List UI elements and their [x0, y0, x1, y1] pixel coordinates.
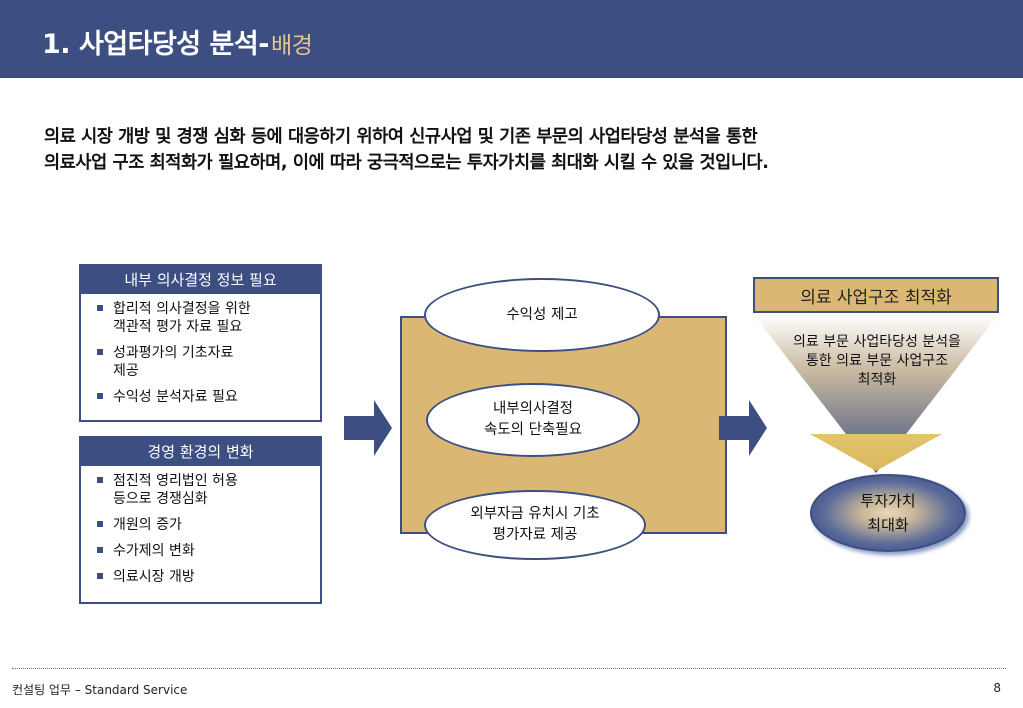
- environment-change-box-title: 경영 환경의 변화: [81, 438, 320, 466]
- intro-text: 의료 시장 개방 및 경쟁 심화 등에 대응하기 위하여 신규사업 및 기존 부…: [44, 124, 994, 176]
- page-title: 1. 사업타당성 분석-배경: [42, 22, 313, 61]
- bullet-square-icon: [97, 573, 103, 579]
- bullet-square-icon: [97, 477, 103, 483]
- list-item: 개원의 증가: [95, 516, 320, 534]
- intro-line-2: 의료사업 구조 최적화가 필요하며, 이에 따라 궁극적으로는 투자가치를 최대…: [44, 153, 769, 173]
- goal-box: 의료 사업구조 최적화: [753, 277, 999, 313]
- page-title-main: 1. 사업타당성 분석-: [42, 29, 269, 60]
- funnel-shape: [754, 315, 998, 473]
- page-number: 8: [993, 681, 1001, 695]
- intro-line-1: 의료 시장 개방 및 경쟁 심화 등에 대응하기 위하여 신규사업 및 기존 부…: [44, 127, 758, 147]
- page-title-accent: 배경: [270, 33, 313, 59]
- footer-divider: [12, 668, 1006, 669]
- center-ellipse-decision-speed: 내부의사결정 속도의 단축필요: [426, 383, 640, 457]
- list-item-text: 수가제의 변화: [113, 543, 195, 559]
- bullet-square-icon: [97, 521, 103, 527]
- right-arrow-icon: [719, 400, 767, 456]
- internal-decision-box-title: 내부 의사결정 정보 필요: [81, 266, 320, 294]
- internal-decision-box: 내부 의사결정 정보 필요 합리적 의사결정을 위한 객관적 평가 자료 필요 …: [79, 264, 322, 422]
- list-item: 수가제의 변화: [95, 542, 320, 560]
- list-item: 의료시장 개방: [95, 568, 320, 586]
- list-item-text: 의료시장 개방: [113, 569, 195, 585]
- list-item-text: 수익성 분석자료 필요: [113, 389, 238, 405]
- center-ellipse-external-funding: 외부자금 유치시 기초 평가자료 제공: [424, 490, 646, 560]
- environment-change-list: 점진적 영리법인 허용 등으로 경쟁심화 개원의 증가 수가제의 변화 의료시장…: [81, 466, 320, 598]
- center-ellipse-profitability: 수익성 제고: [424, 278, 660, 352]
- result-ellipse: 투자가치 최대화: [810, 474, 966, 552]
- list-item-text: 점진적 영리법인 허용 등으로 경쟁심화: [113, 473, 238, 507]
- list-item-text: 개원의 증가: [113, 517, 182, 533]
- bullet-square-icon: [97, 305, 103, 311]
- list-item: 성과평가의 기초자료 제공: [95, 344, 320, 380]
- bullet-square-icon: [97, 547, 103, 553]
- footer-label: 컨설팅 업무 – Standard Service: [12, 683, 188, 697]
- list-item: 합리적 의사결정을 위한 객관적 평가 자료 필요: [95, 300, 320, 336]
- right-arrow-icon: [344, 400, 392, 456]
- list-item: 수익성 분석자료 필요: [95, 388, 320, 406]
- bullet-square-icon: [97, 349, 103, 355]
- environment-change-box: 경영 환경의 변화 점진적 영리법인 허용 등으로 경쟁심화 개원의 증가 수가…: [79, 436, 322, 604]
- goal-description: 의료 부문 사업타당성 분석을 통한 의료 부문 사업구조 최적화: [793, 334, 961, 388]
- list-item-text: 합리적 의사결정을 위한 객관적 평가 자료 필요: [113, 301, 251, 335]
- list-item: 점진적 영리법인 허용 등으로 경쟁심화: [95, 472, 320, 508]
- internal-decision-list: 합리적 의사결정을 위한 객관적 평가 자료 필요 성과평가의 기초자료 제공 …: [81, 294, 320, 418]
- header-bar: 1. 사업타당성 분석-배경: [0, 0, 1023, 78]
- bullet-square-icon: [97, 393, 103, 399]
- list-item-text: 성과평가의 기초자료 제공: [113, 345, 234, 379]
